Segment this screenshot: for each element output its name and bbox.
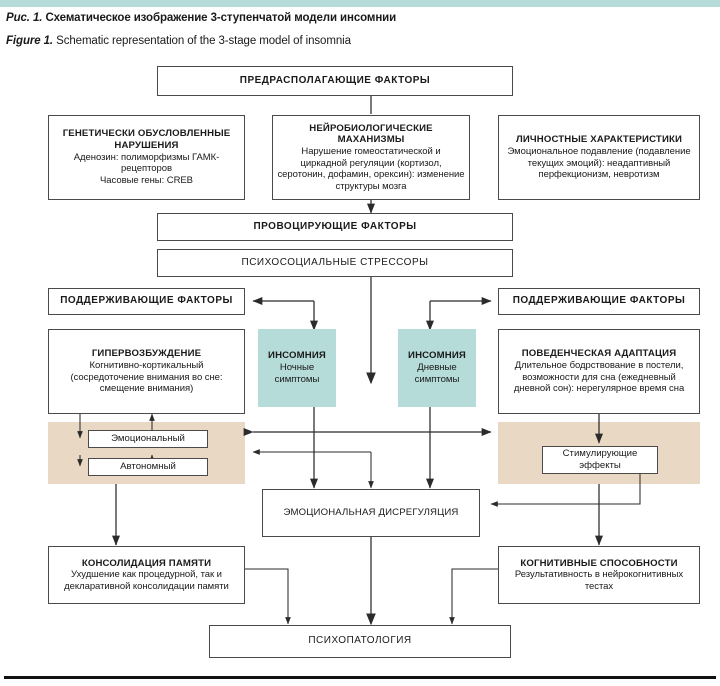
figure-caption-en-text: Schematic representation of the 3-stage … [53, 35, 351, 47]
node-neurobiological-mechanisms-body: Нарушение гомеостатической и циркадной р… [277, 146, 465, 192]
node-hyperarousal-title: ГИПЕРВОЗБУЖДЕНИЕ [91, 348, 202, 360]
node-behavioral-adaptation-title: ПОВЕДЕНЧЕСКАЯ АДАПТАЦИЯ [521, 348, 677, 360]
node-provoking-factors-title: ПРОВОЦИРУЮЩИЕ ФАКТОРЫ [253, 220, 417, 232]
node-personality-traits[interactable]: ЛИЧНОСТНЫЕ ХАРАКТЕРИСТИКИ Эмоциональное … [498, 115, 700, 200]
node-emotional[interactable]: Эмоциональный [88, 430, 208, 448]
node-insomnia-night-symptoms-body: Ночные симптомы [274, 362, 320, 385]
node-behavioral-adaptation[interactable]: ПОВЕДЕНЧЕСКАЯ АДАПТАЦИЯ Длительное бодрс… [498, 329, 700, 414]
node-predisposing-factors-title: ПРЕДРАСПОЛАГАЮЩИЕ ФАКТОРЫ [239, 74, 431, 86]
node-supporting-factors-left-title: ПОДДЕРЖИВАЮЩИЕ ФАКТОРЫ [60, 295, 233, 307]
node-hyperarousal-body: Когнитивно-кортикальный (сосредоточение … [70, 359, 223, 395]
node-supporting-factors-right[interactable]: ПОДДЕРЖИВАЮЩИЕ ФАКТОРЫ [498, 288, 700, 315]
node-psychosocial-stressors[interactable]: ПСИХОСОЦИАЛЬНЫЕ СТРЕССОРЫ [157, 249, 513, 277]
node-supporting-factors-right-title: ПОДДЕРЖИВАЮЩИЕ ФАКТОРЫ [512, 295, 686, 307]
node-neurobiological-mechanisms-title: НЕЙРОБИОЛОГИЧЕСКИЕ МАХАНИЗМЫ [309, 122, 433, 146]
node-insomnia-day-symptoms-body: Дневные симптомы [414, 362, 460, 385]
node-genetic-disorders-body: Аденозин: полиморфизмы ГАМК-рецепторов Ч… [73, 151, 220, 186]
node-stimulating-effects-title: Стимулирующие эффекты [562, 448, 638, 471]
node-emotional-dysregulation[interactable]: ЭМОЦИОНАЛЬНАЯ ДИСРЕГУЛЯЦИЯ [262, 489, 480, 537]
node-stimulating-effects[interactable]: Стимулирующие эффекты [542, 446, 658, 474]
node-emotional-title: Эмоциональный [111, 433, 185, 445]
node-cognitive-abilities[interactable]: КОГНИТИВНЫЕ СПОСОБНОСТИ Результативность… [498, 546, 700, 604]
node-insomnia-day-symptoms[interactable]: ИНСОМНИЯ Дневные симптомы [398, 329, 476, 407]
node-hyperarousal[interactable]: ГИПЕРВОЗБУЖДЕНИЕ Когнитивно-кортикальный… [48, 329, 245, 414]
node-personality-traits-title: ЛИЧНОСТНЫЕ ХАРАКТЕРИСТИКИ [515, 134, 683, 146]
node-predisposing-factors[interactable]: ПРЕДРАСПОЛАГАЮЩИЕ ФАКТОРЫ [157, 66, 513, 96]
node-psychopathology-title: ПСИХОПАТОЛОГИЯ [308, 635, 412, 647]
node-insomnia-night-symptoms-title: ИНСОМНИЯ [268, 350, 326, 362]
node-insomnia-day-symptoms-title: ИНСОМНИЯ [408, 350, 466, 362]
node-neurobiological-mechanisms[interactable]: НЕЙРОБИОЛОГИЧЕСКИЕ МАХАНИЗМЫ Нарушение г… [272, 115, 470, 200]
node-autonomic[interactable]: Автономный [88, 458, 208, 476]
node-memory-consolidation-body: Ухудшение как процедурной, так и деклара… [64, 569, 229, 592]
node-cognitive-abilities-title: КОГНИТИВНЫЕ СПОСОБНОСТИ [520, 557, 678, 569]
node-personality-traits-body: Эмоциональное подавление (подавление тек… [507, 145, 691, 181]
figure-caption-en-lead: Figure 1. [6, 35, 54, 47]
node-genetic-disorders[interactable]: ГЕНЕТИЧЕСКИ ОБУСЛОВЛЕННЫЕ НАРУШЕНИЯ Аден… [48, 115, 245, 200]
node-insomnia-night-symptoms[interactable]: ИНСОМНИЯ Ночные симптомы [258, 329, 336, 407]
node-psychosocial-stressors-title: ПСИХОСОЦИАЛЬНЫЕ СТРЕССОРЫ [241, 256, 429, 268]
node-genetic-disorders-title: ГЕНЕТИЧЕСКИ ОБУСЛОВЛЕННЫЕ НАРУШЕНИЯ [62, 128, 231, 152]
node-autonomic-title: Автономный [120, 461, 176, 473]
node-supporting-factors-left[interactable]: ПОДДЕРЖИВАЮЩИЕ ФАКТОРЫ [48, 288, 245, 315]
figure-caption-ru-text: Схематическое изображение 3-ступенчатой … [42, 12, 397, 24]
figure-caption-en: Figure 1. Schematic representation of th… [6, 35, 706, 47]
node-memory-consolidation[interactable]: КОНСОЛИДАЦИЯ ПАМЯТИ Ухудшение как процед… [48, 546, 245, 604]
figure-caption-ru-lead: Рис. 1. [6, 12, 43, 24]
figure-caption-ru: Рис. 1. Схематическое изображение 3-ступ… [6, 12, 706, 24]
header-accent-band [0, 0, 720, 7]
node-cognitive-abilities-body: Результативность в нейрокогнитивных тест… [514, 569, 684, 592]
node-memory-consolidation-title: КОНСОЛИДАЦИЯ ПАМЯТИ [81, 557, 212, 569]
node-emotional-dysregulation-title: ЭМОЦИОНАЛЬНАЯ ДИСРЕГУЛЯЦИЯ [283, 507, 459, 519]
node-provoking-factors[interactable]: ПРОВОЦИРУЮЩИЕ ФАКТОРЫ [157, 213, 513, 241]
node-behavioral-adaptation-body: Длительное бодрствование в постели, возм… [513, 359, 685, 395]
footer-rule [4, 676, 716, 679]
node-psychopathology[interactable]: ПСИХОПАТОЛОГИЯ [209, 625, 511, 658]
